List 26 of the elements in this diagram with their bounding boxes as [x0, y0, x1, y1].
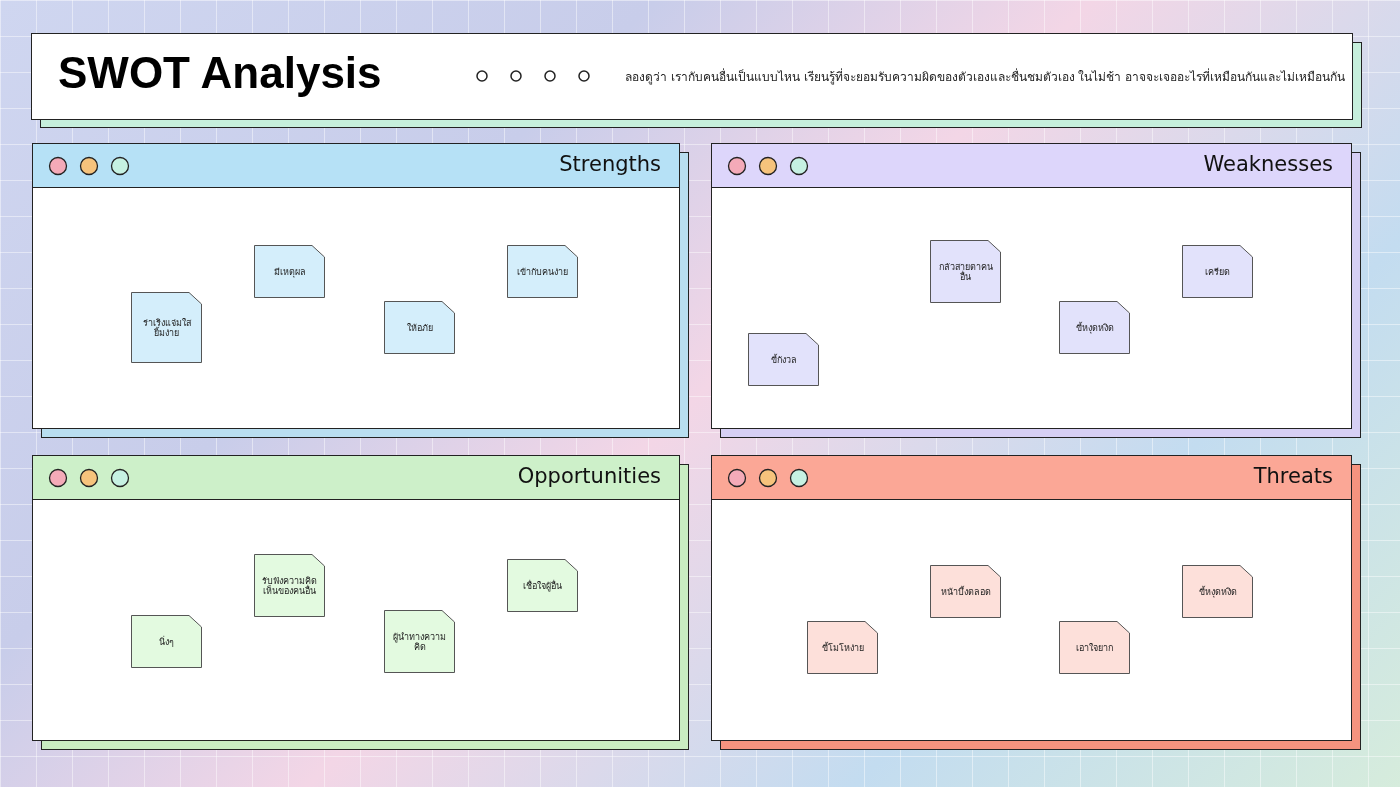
title: SWOT Analysis	[58, 48, 382, 98]
sticky-note: เข้ากับคนง่าย	[507, 245, 578, 298]
sticky-note: เชื่อใจผู้อื่น	[507, 559, 578, 612]
sticky-note: ร่าเริงแจ่มใสยิ้มง่าย	[131, 292, 202, 363]
panel-heading: Threats	[1253, 464, 1333, 488]
sticky-note: มีเหตุผล	[254, 245, 325, 298]
window-panel	[711, 143, 1352, 429]
window-panel	[32, 455, 680, 741]
sticky-note: รับฟังความคิดเห็นของคนอื่น	[254, 554, 325, 617]
window-panel	[32, 143, 680, 429]
sticky-note: เอาใจยาก	[1059, 621, 1130, 674]
panel-heading: Weaknesses	[1203, 152, 1333, 176]
sticky-note: ขี้หงุดหงิด	[1182, 565, 1253, 618]
sticky-note: ขี้กังวล	[748, 333, 819, 386]
sticky-note: นิ่งๆ	[131, 615, 202, 668]
sticky-note: ให้อภัย	[384, 301, 455, 354]
sticky-note: ขี้โมโหง่าย	[807, 621, 878, 674]
sticky-note: เครียด	[1182, 245, 1253, 298]
sticky-note: หน้าบึ้งตลอด	[930, 565, 1001, 618]
sticky-note: ผู้นำทางความคิด	[384, 610, 455, 673]
sticky-note: กลัวสายตาคนอื่น	[930, 240, 1001, 303]
panel-heading: Opportunities	[517, 464, 661, 488]
window-panel	[711, 455, 1352, 741]
subtitle: ลองดูว่า เรากับคนอื่นเป็นแบบไหน เรียนรู้ที่จะยอมรับความผิดของตัวเองและชื่นชมตัวเอง ในไม่ช้า อาจจะเจออะไรที่เหมือนกันและไม่เหมือนกัน	[625, 67, 1346, 86]
panel-heading: Strengths	[559, 152, 661, 176]
sticky-note: ขี้หงุดหงิด	[1059, 301, 1130, 354]
